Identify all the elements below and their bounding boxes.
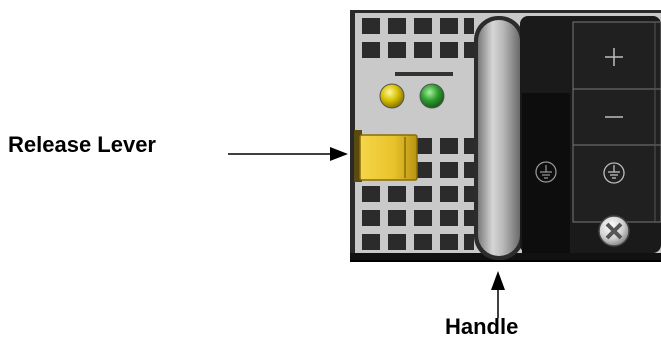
vent-slot xyxy=(388,234,406,250)
vent-slot xyxy=(440,42,458,58)
ground-terminal-icon xyxy=(603,162,625,184)
vent-slot xyxy=(414,162,432,178)
vent-slot xyxy=(464,162,474,178)
release-lever-label: Release Lever xyxy=(8,132,156,157)
vent-slot xyxy=(464,234,474,250)
vent-slot xyxy=(440,162,458,178)
vent-slot xyxy=(388,18,406,34)
captive-screw-icon[interactable] xyxy=(598,215,630,247)
led-indicator-bar xyxy=(395,72,453,76)
vent-slot xyxy=(362,210,380,226)
vent-slot xyxy=(414,234,432,250)
vent-slot xyxy=(414,42,432,58)
handle-arrow xyxy=(491,271,505,318)
status-led-yellow-icon xyxy=(379,83,405,109)
vent-slot xyxy=(440,234,458,250)
release-lever[interactable] xyxy=(354,130,418,182)
handle-label: Handle xyxy=(445,314,519,339)
vent-slot xyxy=(464,186,474,202)
vent-slot xyxy=(414,18,432,34)
ventilation-grid xyxy=(362,18,474,250)
vent-slot xyxy=(464,18,474,34)
vent-slot xyxy=(388,42,406,58)
vent-slot xyxy=(464,138,474,154)
vent-slot xyxy=(362,186,380,202)
vent-slot xyxy=(464,210,474,226)
vent-slot xyxy=(440,210,458,226)
vent-slot xyxy=(362,18,380,34)
vent-slot xyxy=(440,186,458,202)
release-lever-arrow xyxy=(228,147,348,161)
vent-slot xyxy=(440,18,458,34)
vent-slot xyxy=(362,234,380,250)
vent-slot xyxy=(362,42,380,58)
status-led-green-icon xyxy=(419,83,445,109)
vent-slot xyxy=(414,186,432,202)
ground-mark-icon xyxy=(535,161,557,183)
vent-slot xyxy=(414,210,432,226)
vent-slot xyxy=(464,42,474,58)
plus-terminal-icon xyxy=(605,48,623,66)
vent-slot xyxy=(388,186,406,202)
terminal-block xyxy=(520,16,661,253)
vent-slot xyxy=(440,138,458,154)
psu-handle[interactable] xyxy=(474,16,524,260)
vent-slot xyxy=(414,138,432,154)
vent-slot xyxy=(388,210,406,226)
